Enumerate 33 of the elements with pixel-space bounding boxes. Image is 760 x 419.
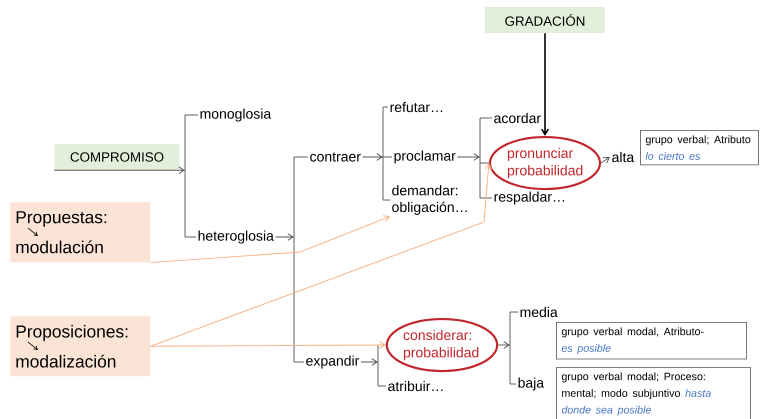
- term-label: proclamar: [394, 150, 456, 164]
- term-label: contraer: [310, 152, 361, 162]
- arrow: [275, 233, 294, 241]
- term-label: atribuir…: [388, 380, 442, 392]
- term-label: acordar: [494, 112, 541, 124]
- arrow: [456, 153, 480, 161]
- label-box: GRADACIÓN: [485, 7, 605, 33]
- note-box: grupo verbal modal, Atributo- es posible: [556, 322, 747, 360]
- term-label: refutar…: [390, 102, 442, 112]
- category-box: Propuestas: modulación: [10, 202, 150, 262]
- term-label: monoglosia: [200, 108, 272, 122]
- term-label: alta: [612, 152, 634, 162]
- arrow: [541, 33, 550, 136]
- term-label: heteroglosia: [198, 230, 274, 244]
- arrow: [150, 341, 386, 349]
- note-box: grupo verbal modal; Proceso: mental; modo subjuntivo hasta donde sea posible: [556, 367, 751, 419]
- arrow: [362, 153, 383, 161]
- note-box: grupo verbal; Atributo lo cierto es: [640, 130, 759, 166]
- arrow: [498, 341, 510, 349]
- term-label: media: [520, 306, 558, 318]
- term-label: demandar: obligación…: [392, 185, 467, 215]
- term-label: respaldar…: [494, 191, 564, 205]
- arrow: [150, 163, 492, 347]
- category-box: Proposiciones: modalización: [10, 316, 150, 376]
- bracket-line: [382, 106, 384, 200]
- arrow: [360, 358, 378, 366]
- term-label: baja: [518, 377, 544, 391]
- arrow: [600, 157, 610, 164]
- bracket-line: [184, 114, 186, 238]
- arrow: [54, 166, 185, 174]
- term-label: expandir: [306, 355, 360, 369]
- arrow: [150, 215, 390, 263]
- label-box: COMPROMISO: [54, 144, 180, 170]
